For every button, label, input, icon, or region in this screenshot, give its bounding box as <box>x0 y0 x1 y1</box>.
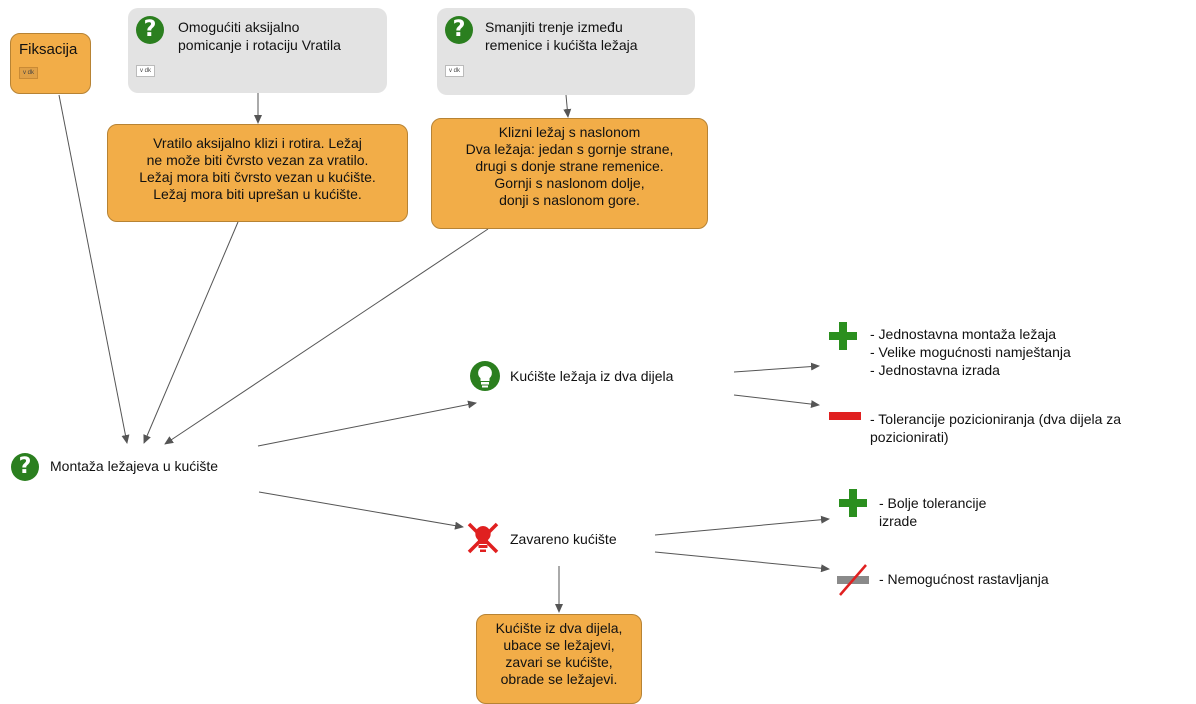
edge-vratilo-montaza <box>143 221 239 444</box>
question-icon: ? <box>11 453 39 481</box>
node-zavareno-note-label: Kućište iz dva dijela, ubace se ležajevi… <box>495 620 623 687</box>
edge-kuciste-dva-cons <box>733 394 820 409</box>
node-req-friction-label: Smanjiti trenje između remenice i kućišt… <box>485 19 638 53</box>
edge-klizni-montaza <box>164 228 489 445</box>
node-fiksacija-label: Fiksacija <box>19 41 78 58</box>
node-klizni-note[interactable]: Klizni ležaj s naslonom Dva ležaja: jeda… <box>431 118 708 229</box>
node-req-axial-label: Omogućiti aksijalno pomicanje i rotaciju… <box>178 19 341 53</box>
crossed-minus-icon <box>837 564 869 596</box>
node-vratilo-note[interactable]: Vratilo aksijalno klizi i rotira. Ležaj … <box>107 124 408 222</box>
node-kuciste-dva-label[interactable]: Kućište ležaja iz dva dijela <box>510 368 674 384</box>
edge-friction-klizni <box>563 94 572 118</box>
question-icon: ? <box>136 16 164 44</box>
node-req-friction[interactable]: ? Smanjiti trenje između remenice i kući… <box>437 8 695 95</box>
node-zavareno-pros: - Bolje tolerancije izrade <box>879 495 987 529</box>
edge-fiksacija-montaza <box>58 94 130 444</box>
minus-icon <box>829 412 861 420</box>
node-montaza-label[interactable]: Montaža ležajeva u kućište <box>50 458 219 474</box>
edge-zavareno-pros <box>654 515 830 536</box>
crossed-lightbulb-icon <box>467 522 499 554</box>
node-kuciste-dva-pros: - Jednostavna montaža ležaja - Velike mo… <box>870 326 1071 378</box>
edge-montaza-zavareno <box>258 491 464 530</box>
node-klizni-note-label: Klizni ležaj s naslonom Dva ležaja: jeda… <box>465 124 674 208</box>
node-kuciste-dva-cons: - Tolerancije pozicioniranja (dva dijela… <box>870 411 1122 445</box>
node-zavareno-cons: - Nemogućnost rastavljanja <box>879 571 1049 587</box>
node-fiksacija-tag: v dk <box>19 67 39 79</box>
node-req-axial-tag: v dk <box>136 65 156 77</box>
lightbulb-icon <box>470 361 500 391</box>
node-zavareno-note[interactable]: Kućište iz dva dijela, ubace se ležajevi… <box>476 614 642 704</box>
node-vratilo-note-label: Vratilo aksijalno klizi i rotira. Ležaj … <box>139 135 376 202</box>
node-req-friction-tag: v dk <box>445 65 465 77</box>
edge-zavareno-cons <box>654 551 830 573</box>
edge-montaza-kuciste-dva <box>257 400 477 447</box>
question-icon: ? <box>445 16 473 44</box>
plus-icon <box>839 489 867 517</box>
edge-kuciste-dva-pros <box>733 362 820 373</box>
node-fiksacija[interactable]: Fiksacija v dk <box>10 33 91 94</box>
node-zavareno-label[interactable]: Zavareno kućište <box>510 531 617 547</box>
node-req-axial[interactable]: ? Omogućiti aksijalno pomicanje i rotaci… <box>128 8 387 93</box>
plus-icon <box>829 322 857 350</box>
